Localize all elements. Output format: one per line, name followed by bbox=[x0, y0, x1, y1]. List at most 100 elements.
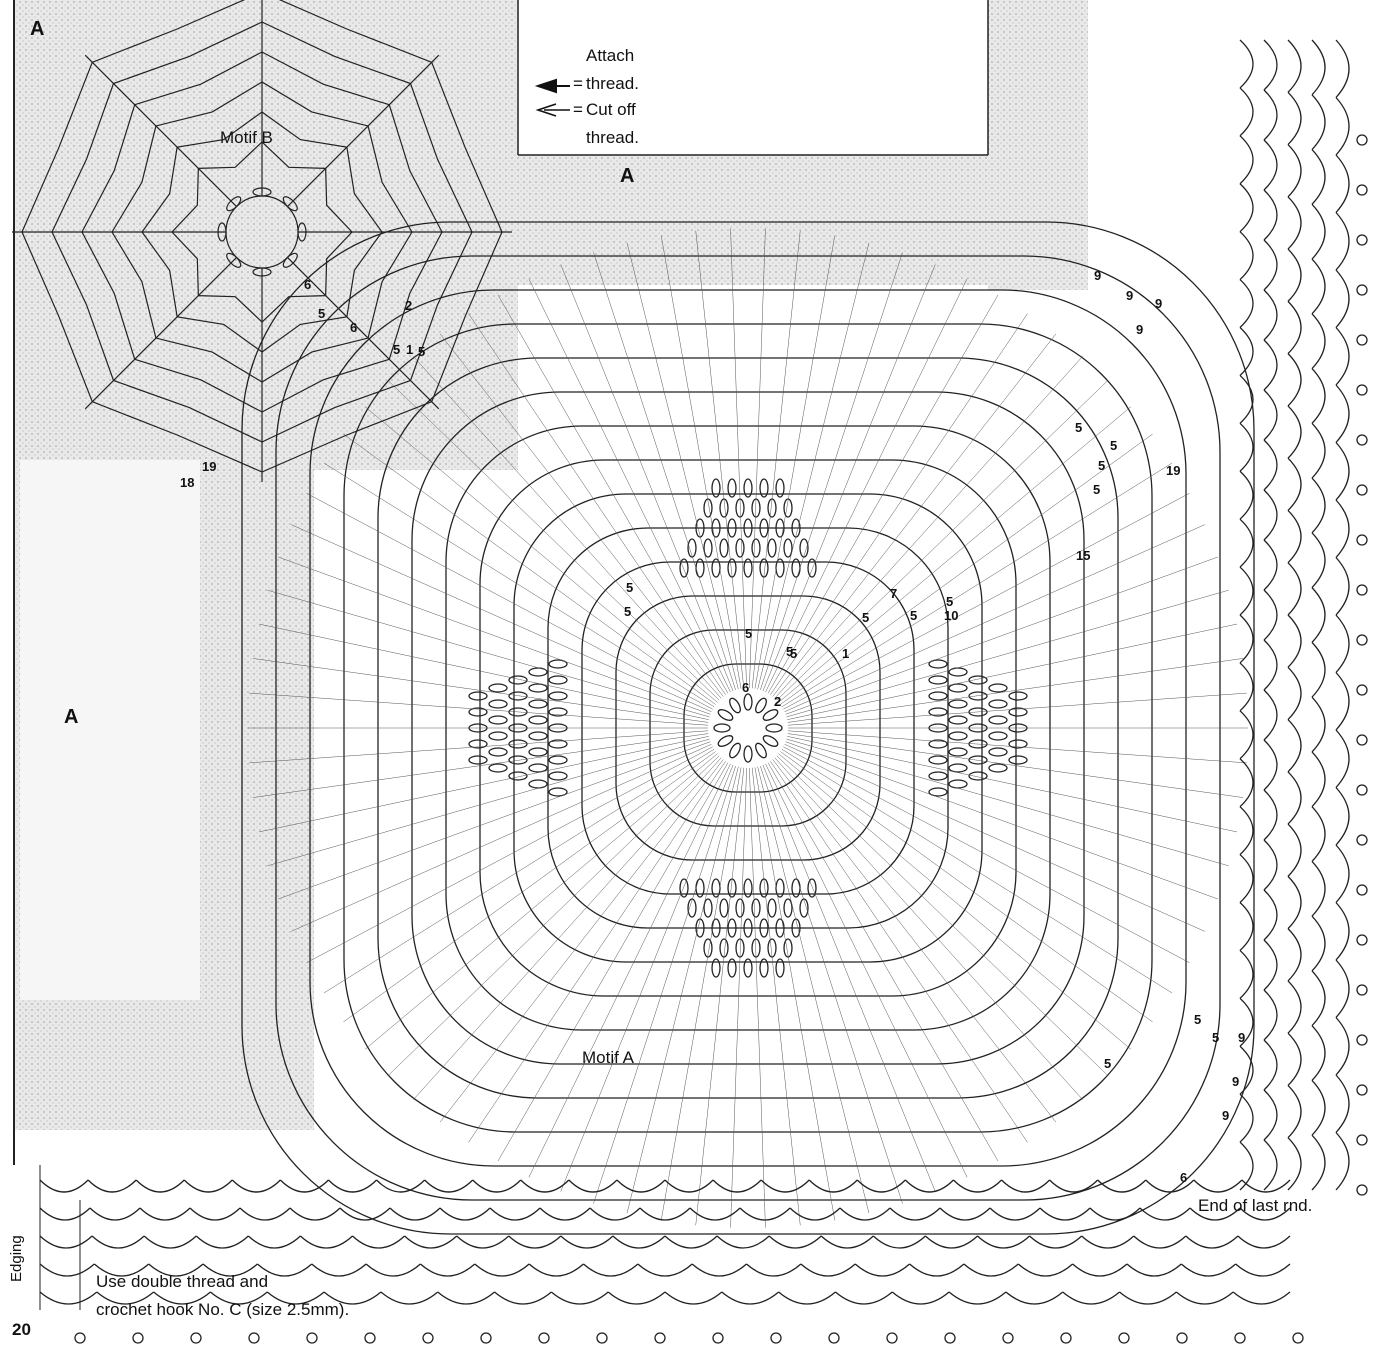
scallop bbox=[1336, 730, 1349, 788]
stitch-line bbox=[593, 252, 735, 689]
scallop bbox=[1264, 990, 1277, 1040]
petal bbox=[717, 708, 735, 723]
motif-a-label: Motif A bbox=[582, 1048, 634, 1068]
scallop bbox=[1242, 1180, 1290, 1192]
pineapple-stitch bbox=[720, 899, 728, 917]
picot bbox=[365, 1333, 375, 1343]
pineapple-stitch bbox=[529, 732, 547, 740]
pineapple-stitch bbox=[929, 756, 947, 764]
scallop bbox=[1240, 328, 1253, 376]
scallop bbox=[1312, 1026, 1325, 1081]
round-number: 18 bbox=[180, 475, 194, 490]
pineapple-stitch bbox=[489, 684, 507, 692]
scallop bbox=[1288, 249, 1301, 301]
scallop bbox=[665, 1180, 713, 1192]
pineapple-stitch bbox=[688, 539, 696, 557]
scallop bbox=[390, 1208, 440, 1220]
round-number: 9 bbox=[1222, 1108, 1229, 1123]
pineapple-stitch bbox=[549, 756, 567, 764]
scallop bbox=[890, 1208, 940, 1220]
pineapple-stitch bbox=[768, 539, 776, 557]
scallop bbox=[1240, 423, 1253, 471]
pineapple-stitch bbox=[929, 692, 947, 700]
scallop bbox=[1336, 1075, 1349, 1133]
scallop bbox=[328, 1180, 376, 1192]
scallop bbox=[1312, 588, 1325, 643]
scallop bbox=[1264, 440, 1277, 490]
instruction-line-1: Use double thread and bbox=[96, 1270, 268, 1294]
picot bbox=[1357, 785, 1367, 795]
scallop bbox=[1240, 1046, 1253, 1094]
scallop bbox=[1336, 213, 1349, 271]
stitch-line bbox=[758, 767, 869, 1213]
pineapple-stitch bbox=[736, 899, 744, 917]
stitch-line bbox=[755, 767, 835, 1220]
scallop bbox=[722, 1292, 779, 1304]
scallop bbox=[312, 1264, 366, 1276]
scallop bbox=[835, 1292, 892, 1304]
stitch-line bbox=[627, 243, 738, 689]
round-number: 2 bbox=[405, 298, 412, 313]
round-number: 5 bbox=[1110, 438, 1117, 453]
round-number: 5 bbox=[910, 608, 917, 623]
scallop bbox=[1073, 1264, 1127, 1276]
round-number: 5 bbox=[946, 594, 953, 609]
picot bbox=[133, 1333, 143, 1343]
scallop bbox=[1288, 563, 1301, 615]
legend-cut-text: Cut off bbox=[586, 100, 636, 120]
scallop bbox=[1264, 140, 1277, 190]
shade-top-right bbox=[988, 0, 1088, 290]
scallop bbox=[1082, 1236, 1134, 1248]
scallop bbox=[1264, 1090, 1277, 1140]
pineapple-stitch bbox=[989, 700, 1007, 708]
round-number: 5 bbox=[626, 580, 633, 595]
pineapple-stitch bbox=[949, 668, 967, 676]
stitch-line bbox=[758, 243, 869, 689]
scallop bbox=[495, 1292, 552, 1304]
scallop bbox=[490, 1208, 540, 1220]
petal bbox=[762, 708, 780, 723]
stitch-line bbox=[786, 557, 1218, 714]
scallop bbox=[1336, 960, 1349, 1018]
stitch-line bbox=[529, 279, 731, 692]
scallop bbox=[1240, 375, 1253, 423]
scallop bbox=[809, 1180, 857, 1192]
pineapple-stitch bbox=[949, 700, 967, 708]
round-number: 2 bbox=[774, 694, 781, 709]
scallop bbox=[1236, 1264, 1290, 1276]
picot bbox=[191, 1333, 201, 1343]
scallop bbox=[1264, 940, 1277, 990]
scallop bbox=[1240, 88, 1253, 136]
scallop bbox=[475, 1264, 529, 1276]
scallop bbox=[1288, 929, 1301, 981]
scallop bbox=[1264, 790, 1277, 840]
petal bbox=[728, 742, 743, 760]
stitch-line bbox=[267, 739, 709, 866]
scallop bbox=[1050, 1180, 1098, 1192]
pineapple-stitch bbox=[949, 780, 967, 788]
petal bbox=[744, 746, 752, 762]
scallop bbox=[1288, 1033, 1301, 1085]
scallop bbox=[232, 1180, 280, 1192]
pineapple-stitch bbox=[529, 700, 547, 708]
picot bbox=[1357, 185, 1367, 195]
scallop bbox=[1063, 1292, 1120, 1304]
scallop bbox=[438, 1292, 495, 1304]
stitch-line bbox=[780, 434, 1152, 704]
scallop bbox=[40, 1208, 90, 1220]
round-number: 9 bbox=[1094, 268, 1101, 283]
round-number: 1 bbox=[406, 342, 413, 357]
picot bbox=[771, 1333, 781, 1343]
scallop bbox=[692, 1264, 746, 1276]
pineapple-stitch bbox=[529, 764, 547, 772]
stitch-line bbox=[760, 252, 902, 689]
stitch-line bbox=[593, 766, 735, 1203]
pineapple-stitch bbox=[949, 748, 967, 756]
scallop bbox=[1002, 1180, 1050, 1192]
scallop bbox=[92, 1236, 144, 1248]
corner-label-top: A bbox=[620, 165, 634, 188]
pineapple-stitch bbox=[969, 756, 987, 764]
scallop bbox=[638, 1264, 692, 1276]
round-number: 6 bbox=[350, 320, 357, 335]
scallop bbox=[801, 1264, 855, 1276]
